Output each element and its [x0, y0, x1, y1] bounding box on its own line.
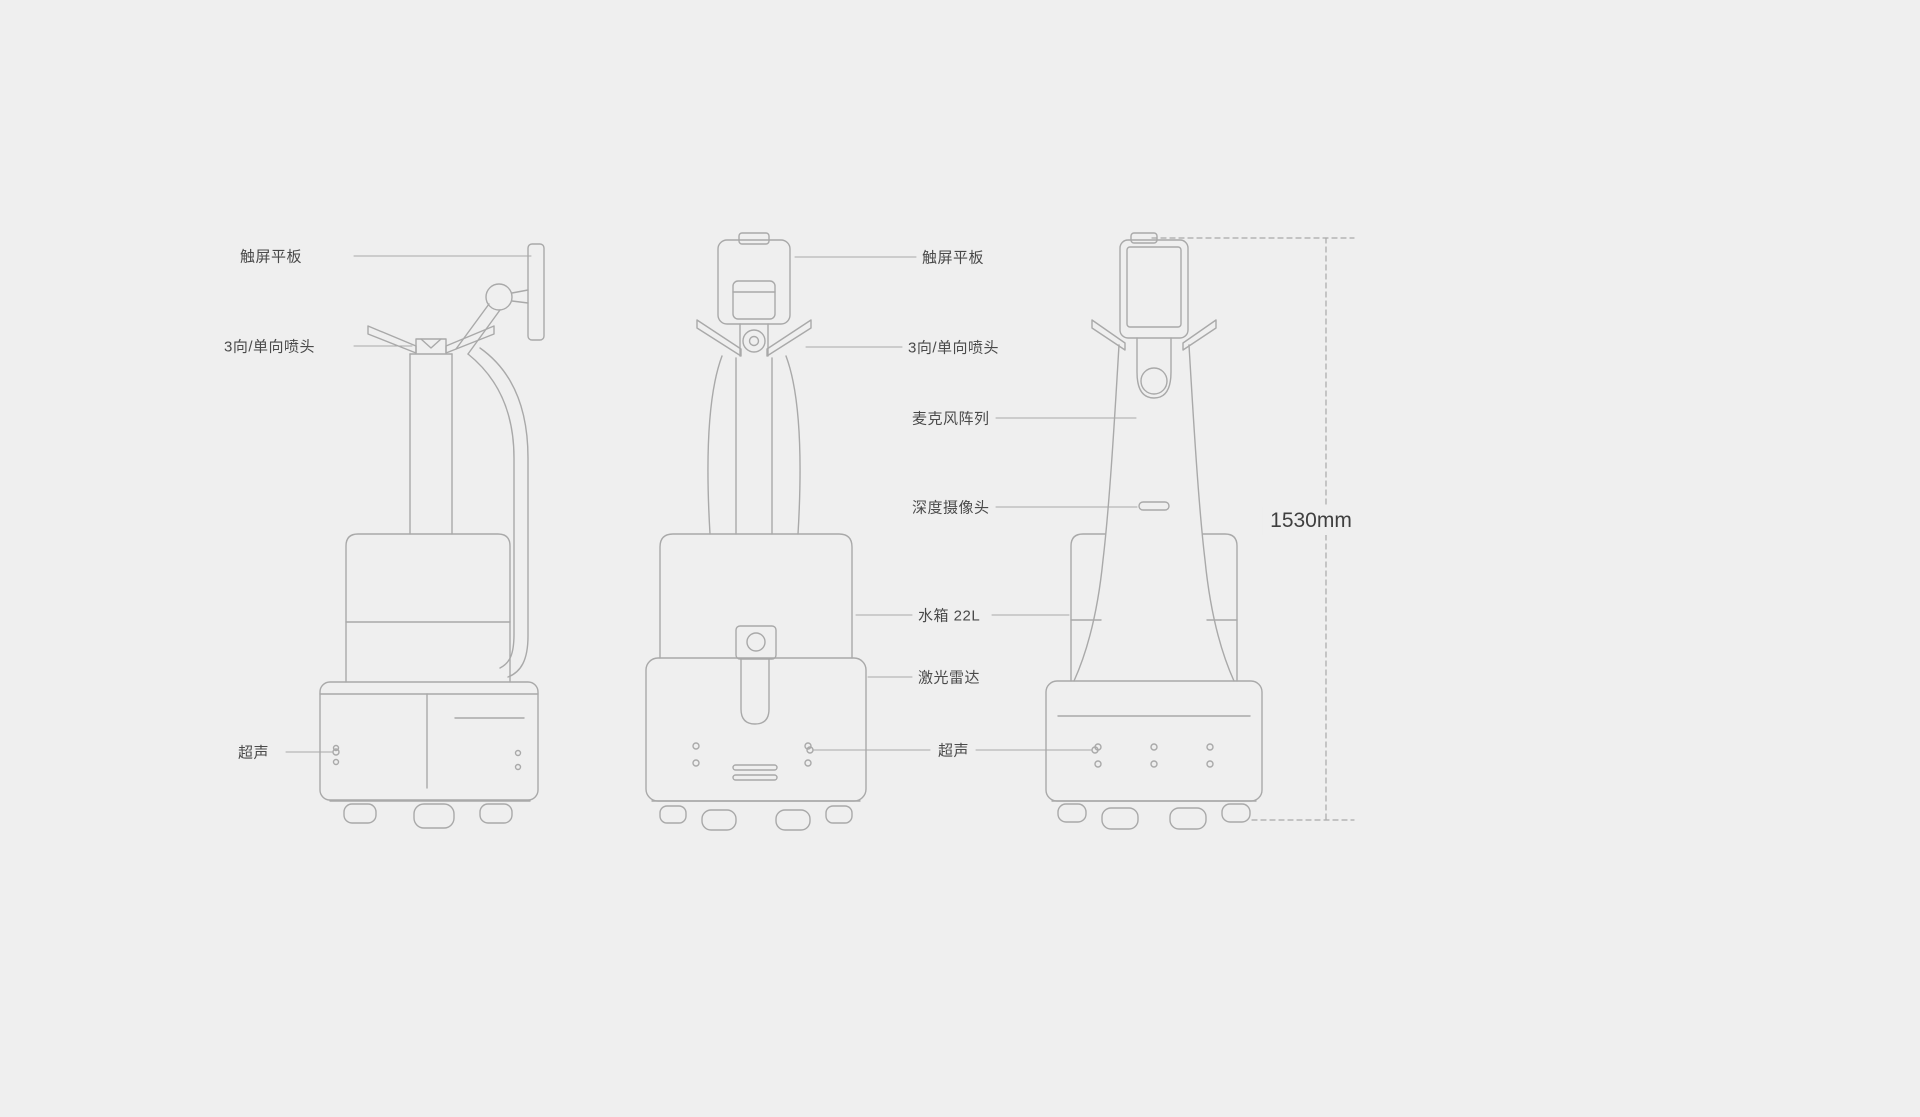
robot-front-facing-view [1045, 232, 1263, 830]
wheels-front-icon [651, 800, 861, 831]
label-touchscreen-center: 触屏平板 [922, 249, 985, 267]
label-microphone-array: 麦克风阵列 [912, 410, 990, 428]
torso-front-facing [1073, 344, 1235, 682]
height-dimension-label: 1530mm [1262, 507, 1360, 535]
wheels-front-facing-icon [1051, 800, 1257, 830]
tablet-side-icon [455, 243, 545, 355]
label-nozzle-left: 3向/单向喷头 [224, 338, 316, 356]
robot-front-view [645, 232, 867, 831]
leader-lines [285, 255, 1138, 756]
tablet-front-icon [1119, 232, 1189, 339]
torso-front [707, 355, 801, 535]
leader-dot-ultrasonic-left [332, 748, 340, 756]
water-tank-side [345, 533, 511, 683]
label-ultrasonic-center: 超声 [938, 742, 970, 760]
microphone-array-mount-icon [1136, 337, 1172, 399]
wheels-side-icon [329, 800, 531, 829]
chassis-base-front [645, 657, 867, 802]
spray-head-side-icon [367, 325, 495, 355]
neck-column-side [409, 353, 453, 535]
leader-dot-ultrasonic-center-right [1091, 746, 1099, 754]
label-lidar: 激光雷达 [918, 669, 981, 687]
water-tank-front [659, 533, 853, 660]
depth-camera-slot-icon [1138, 501, 1170, 511]
spray-head-front-icon [696, 319, 812, 357]
leader-dot-ultrasonic-center-left [806, 746, 814, 754]
chassis-base-side [319, 681, 539, 801]
spray-wings-icon [1091, 319, 1217, 351]
label-touchscreen-left: 触屏平板 [240, 248, 303, 266]
label-depth-camera: 深度摄像头 [912, 499, 990, 517]
water-tank-sides [1070, 533, 1238, 682]
label-water-tank: 水箱 22L [918, 607, 981, 625]
label-ultrasonic-left: 超声 [238, 744, 270, 762]
robot-side-view [319, 243, 545, 829]
chassis-base-front-facing [1045, 680, 1263, 802]
label-nozzle-center: 3向/单向喷头 [908, 339, 1000, 357]
hose-tube-icon [467, 347, 529, 678]
tablet-mount-front-icon [717, 232, 791, 325]
